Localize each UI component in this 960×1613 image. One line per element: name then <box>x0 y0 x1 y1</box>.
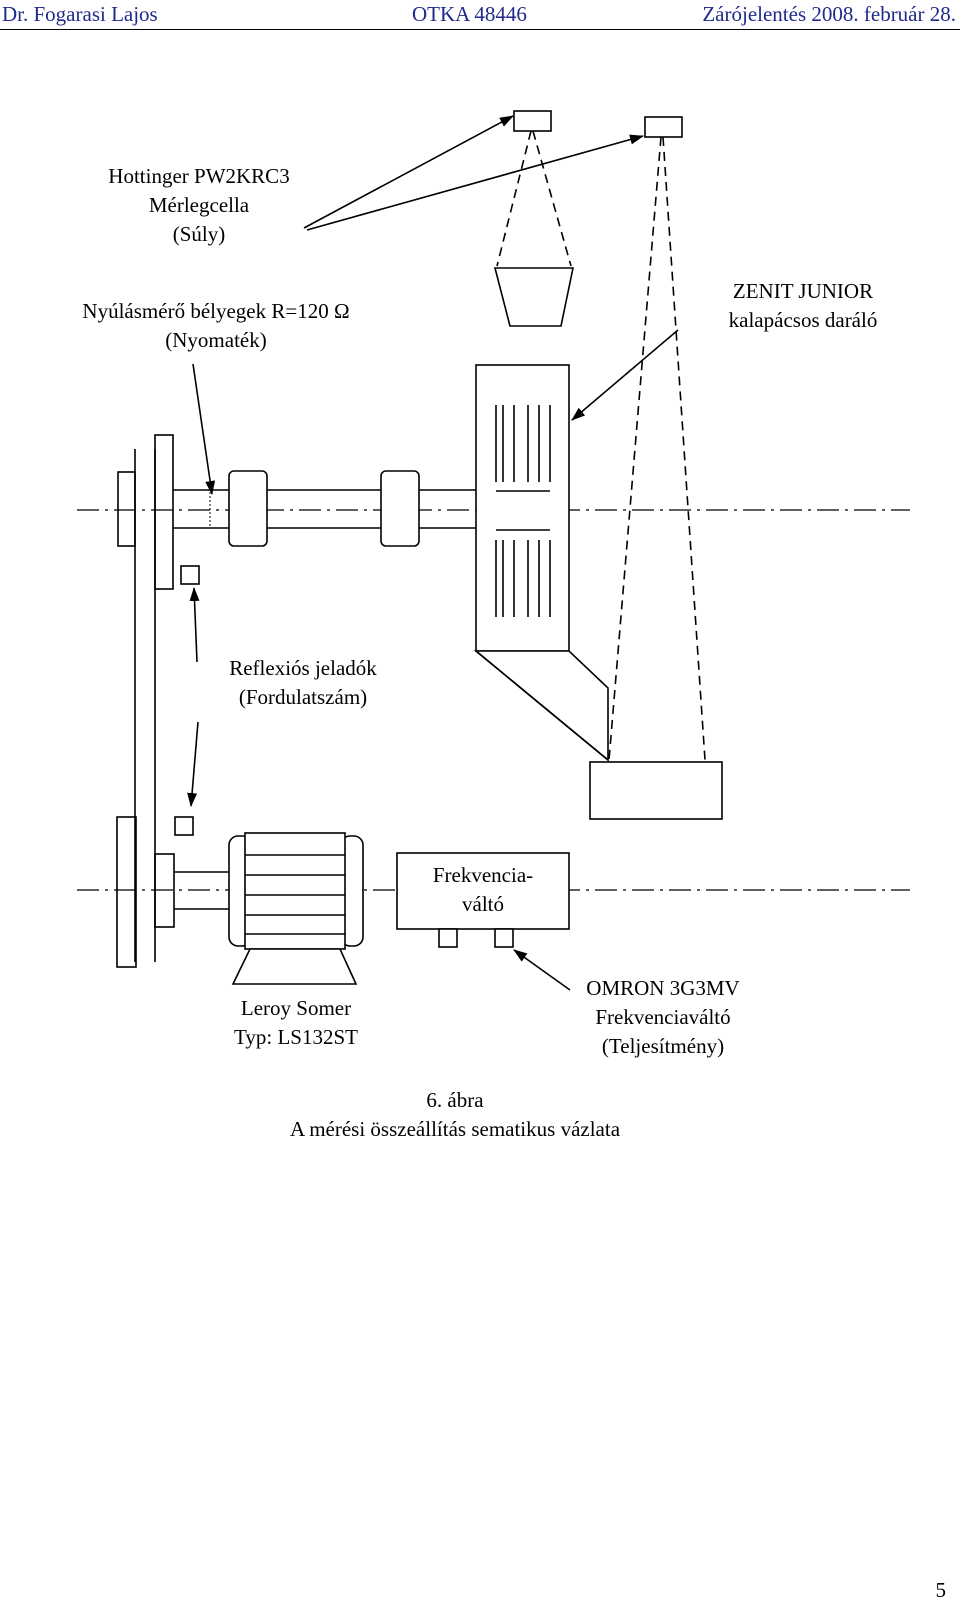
figure-title: A mérési összeállítás sematikus vázlata <box>289 1117 621 1141</box>
header-report-date: Zárójelentés 2008. február 28. <box>702 2 956 26</box>
pulley-upper-inner <box>154 434 174 590</box>
label-load-cell: Hottinger PW2KRC3 Mérlegcella (Súly) <box>108 164 290 246</box>
motor-foot <box>231 948 358 985</box>
inverter-terminal-1 <box>438 928 458 948</box>
mill-housing <box>475 364 570 652</box>
motor-body <box>244 832 346 950</box>
inverter-terminal-2 <box>494 928 514 948</box>
pulley-lower-outer <box>116 816 137 968</box>
label-inverter-box: Frekvencia- váltó <box>432 863 534 916</box>
inverter-box <box>396 852 570 930</box>
pulley-lower-inner <box>154 853 175 928</box>
arrow-sensor-bottom <box>187 721 199 807</box>
arrow-load-cell-1 <box>303 115 514 229</box>
header-project: OTKA 48446 <box>412 2 527 26</box>
label-strain-gauge: Nyúlásmérő bélyegek R=120 Ω (Nyomaték) <box>82 299 350 352</box>
header-author: Dr. Fogarasi Lajos <box>2 2 158 26</box>
arrow-mill <box>571 329 679 421</box>
label-inverter: OMRON 3G3MV Frekvenciaváltó (Teljesítmén… <box>586 976 740 1058</box>
label-mill: ZENIT JUNIOR kalapácsos daráló <box>728 279 878 332</box>
page-number: 5 <box>935 1578 947 1602</box>
header-rule <box>0 29 960 30</box>
arrow-inverter <box>513 949 571 991</box>
arrow-strain-gauge <box>192 363 216 495</box>
label-motor: Leroy Somer Typ: LS132ST <box>234 996 358 1049</box>
torque-gauge-zone <box>209 489 231 529</box>
coupling-left <box>228 470 268 547</box>
suspension-lines <box>496 130 706 761</box>
mill-hammers <box>495 405 551 617</box>
speed-sensor-top <box>180 565 200 585</box>
arrow-load-cell-2 <box>306 134 644 231</box>
collector-box <box>589 761 723 820</box>
figure-caption: 6. ábra A mérési összeállítás sematikus … <box>230 1086 680 1144</box>
figure-number: 6. ábra <box>426 1088 484 1112</box>
pulley-upper-outer <box>117 471 136 547</box>
motor-fins <box>245 854 345 935</box>
load-cell-right <box>644 116 683 138</box>
load-cell-left <box>513 110 552 132</box>
page-header: Dr. Fogarasi Lajos OTKA 48446 Zárójelent… <box>0 0 960 34</box>
label-speed-sensors: Reflexiós jeladók (Fordulatszám) <box>229 656 377 709</box>
speed-sensor-bottom <box>174 816 194 836</box>
hopper <box>493 267 574 327</box>
coupling-right <box>380 470 420 547</box>
arrow-sensor-top <box>189 587 200 663</box>
